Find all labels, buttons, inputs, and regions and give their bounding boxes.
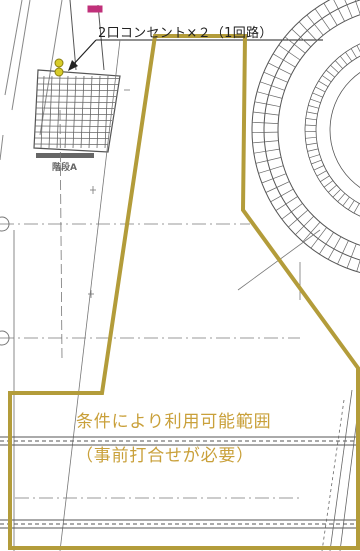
right-lower-structure [321, 389, 360, 551]
circular-structure [251, 0, 360, 274]
stair-label: 階段A [52, 163, 77, 173]
building-grid-lines [0, 39, 300, 551]
leader-arrow [68, 39, 323, 71]
area-note-line-2: （事前打合せが必要） [76, 446, 254, 466]
stair-base [36, 153, 94, 158]
rail-track-lower [0, 519, 360, 529]
circular-structure-segments [251, 0, 360, 272]
stair-a-drawing [33, 0, 121, 153]
magenta-marker [87, 5, 103, 13]
stair-treads [34, 75, 120, 149]
column-markers [0, 216, 10, 346]
area-note-line-1: 条件により利用可能範囲 [76, 412, 272, 432]
usable-area-boundary [8, 34, 360, 550]
outlet-label: 2口コンセント×２（1回路） [98, 26, 273, 41]
left-wall-lines [0, 0, 63, 551]
dimension-ticks [88, 89, 130, 298]
outlet-marker-icon [54, 58, 64, 77]
rail-track-upper [0, 436, 360, 446]
